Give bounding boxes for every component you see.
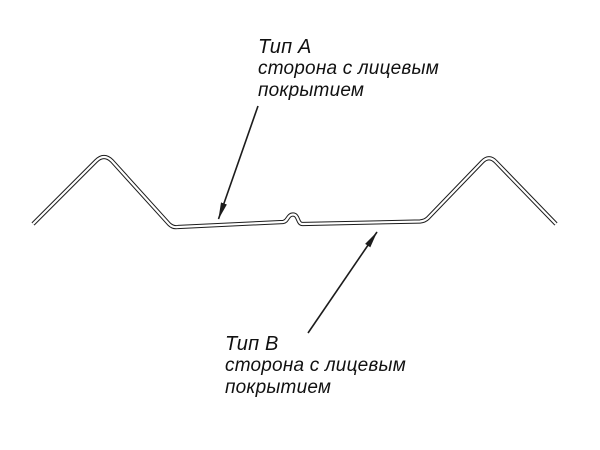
label-type-a: Тип А сторона с лицевым покрытием xyxy=(258,36,439,102)
label-type-a-line2: покрытием xyxy=(258,80,365,101)
label-type-b-title: Тип В xyxy=(225,333,279,355)
sheet-profile xyxy=(31,154,558,230)
leader-line-type-a xyxy=(217,105,259,220)
label-type-a-line1: сторона с лицевым xyxy=(258,58,439,79)
label-type-b-line1: сторона с лицевым xyxy=(225,355,406,376)
label-type-b-line2: покрытием xyxy=(225,377,332,398)
leader-line-type-b xyxy=(307,231,378,334)
label-type-b: Тип В сторона с лицевым покрытием xyxy=(225,333,406,399)
label-type-a-title: Тип А xyxy=(258,36,312,58)
